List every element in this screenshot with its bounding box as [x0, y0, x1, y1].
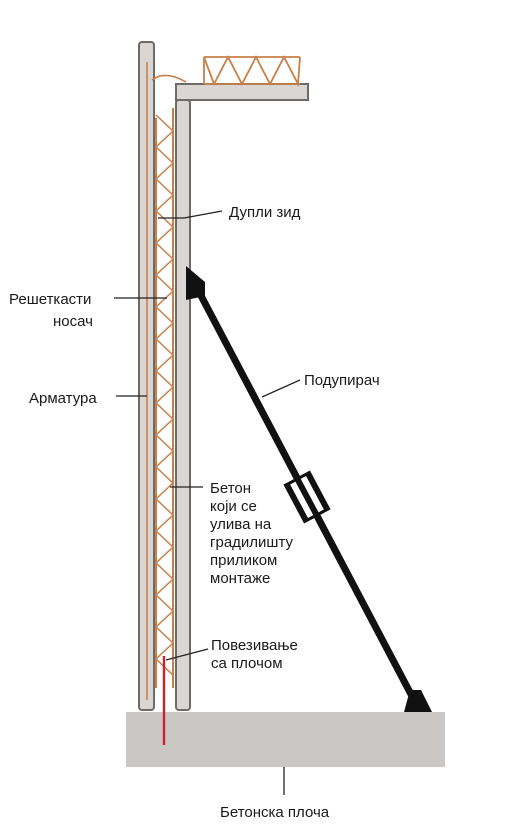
- label-concrete-line1: Бетон: [210, 480, 251, 497]
- brace: [186, 266, 432, 712]
- label-connection-line2: са плочом: [211, 655, 283, 672]
- label-lattice-girder-line2: носач: [53, 313, 93, 330]
- label-brace: Подупирач: [304, 372, 380, 389]
- top-slab-element: [175, 83, 309, 101]
- label-lattice-girder-line1: Решеткасти: [9, 291, 91, 308]
- brace-turnbuckle: [283, 470, 331, 524]
- label-connection-line1: Повезивање: [211, 637, 298, 654]
- label-concrete-line4: градилишту: [210, 534, 293, 551]
- label-concrete-line6: монтаже: [210, 570, 270, 587]
- inner-wall-panel: [175, 99, 191, 711]
- label-reinforcement: Арматура: [29, 390, 97, 407]
- label-slab: Бетонска плоча: [220, 804, 330, 821]
- label-concrete-line3: улива на: [210, 516, 272, 533]
- top-lattice-girder: [151, 55, 301, 88]
- brace-foot: [404, 690, 432, 712]
- lattice-girder: [154, 108, 175, 688]
- leader-lines: [114, 210, 301, 795]
- label-concrete-line2: који се: [210, 498, 257, 515]
- concrete-slab: [126, 712, 445, 767]
- label-concrete-line5: приликом: [210, 552, 277, 569]
- label-double-wall: Дупли зид: [229, 204, 301, 221]
